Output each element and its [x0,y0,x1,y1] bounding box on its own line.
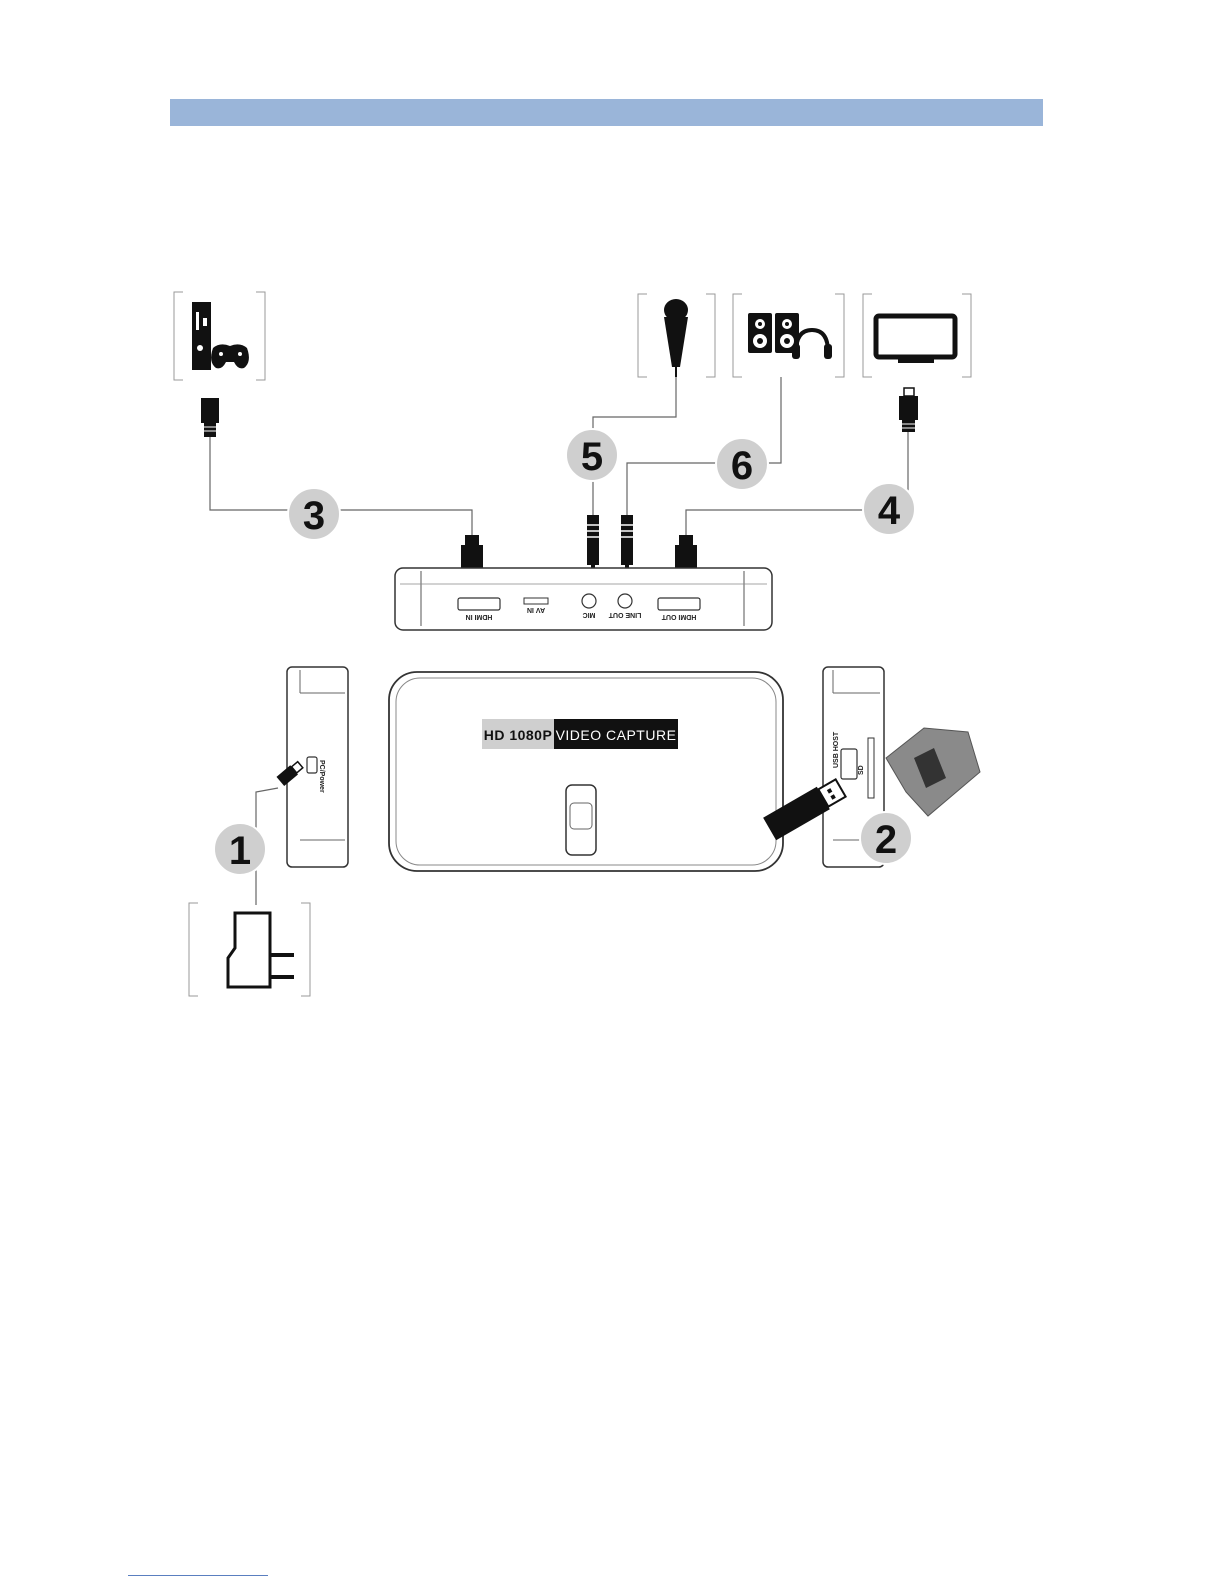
callout-4: 4 [863,483,915,535]
callout-5-number: 5 [581,435,603,479]
line-out-label: LINE OUT [608,611,641,618]
pc-power-label: PC/Power [318,760,325,793]
device-back-panel: HDMI IN AV IN MIC LINE OUT HDMI OUT [395,568,772,630]
cable-3 [210,437,472,535]
callout-1: 1 [214,823,266,875]
device-top: HD 1080P VIDEO CAPTURE [389,672,783,871]
brand-video-capture: VIDEO CAPTURE [556,727,677,743]
speakers-headphones-icon [748,313,832,359]
microphone-icon [664,299,688,377]
callout-5: 5 [566,429,618,481]
hdmi-out-label: HDMI OUT [661,613,696,620]
callout-6-number: 6 [731,444,753,488]
callout-3: 3 [288,488,340,540]
record-button[interactable] [566,785,596,855]
hdmi-plug-tv [899,388,918,432]
callout-1-number: 1 [229,829,251,873]
av-in-label: AV IN [527,606,545,613]
sd-label: SD [858,765,865,775]
hdmi-plug-source [201,398,219,437]
footer-rule [128,1575,268,1576]
power-adapter-icon [228,913,294,987]
callout-6: 6 [716,438,768,490]
mic-label: MIC [583,611,596,618]
hdmi-in-label: HDMI IN [466,613,493,620]
usb-host-label: USB HOST [833,731,840,768]
callout-2: 2 [860,812,912,864]
callout-3-number: 3 [303,494,325,538]
game-console-icon [192,302,249,370]
callout-2-number: 2 [875,818,897,862]
sd-card-icon [886,728,980,816]
brand-badge: HD 1080P VIDEO CAPTURE [482,719,678,749]
callout-4-number: 4 [878,489,901,533]
tv-icon [876,316,955,363]
brand-hd-1080p: HD 1080P [484,727,553,743]
